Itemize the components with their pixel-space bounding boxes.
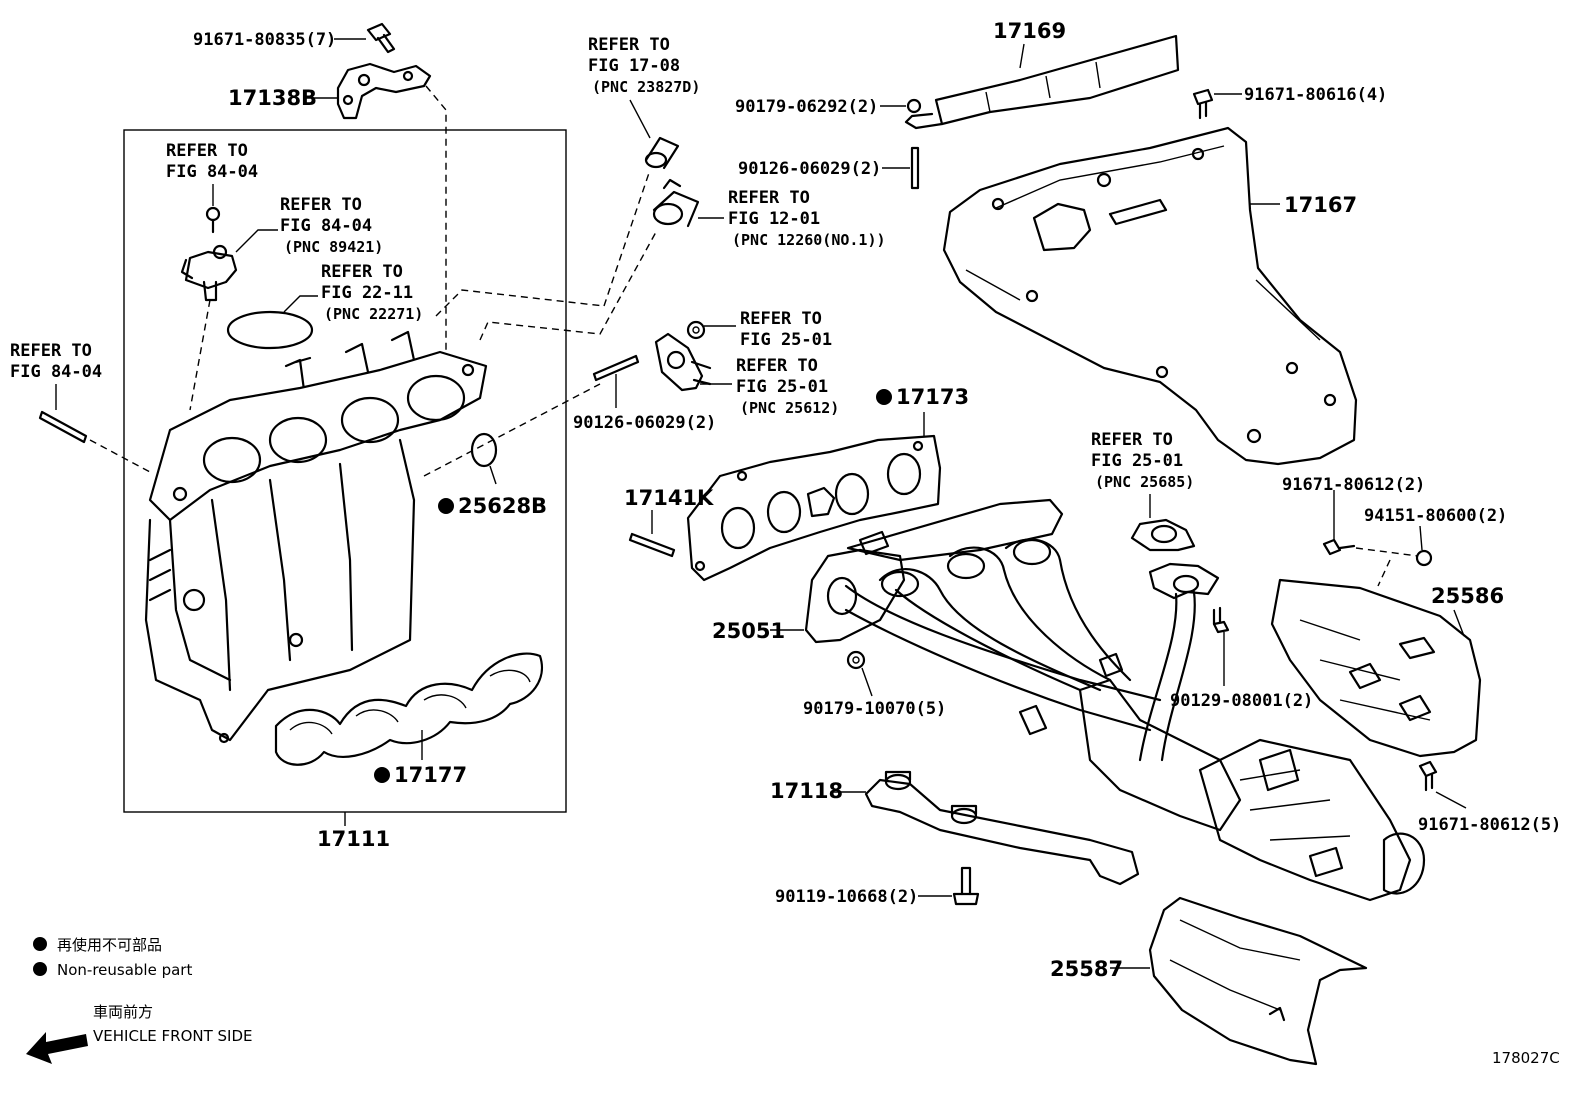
- legend-jp: 再使用不可部品: [57, 936, 162, 954]
- ref-84-04-b-line2: FIG 84-04: [280, 216, 372, 236]
- ref-25-01-a-line2: FIG 25-01: [740, 330, 832, 350]
- ref-17-08-line1: REFER TO: [588, 35, 670, 55]
- non-reusable-dot-17177: [374, 767, 390, 783]
- legend-en: Non-reusable part: [57, 961, 192, 979]
- ref-25-01-a-line1: REFER TO: [740, 309, 822, 329]
- nut-90179-06292: [906, 98, 922, 114]
- ref-84-04-c-line1: REFER TO: [10, 341, 92, 361]
- ref-12-01-line1: REFER TO: [728, 188, 810, 208]
- bracket-17118: [864, 770, 1140, 886]
- ref-25-01-c-line1: REFER TO: [1091, 430, 1173, 450]
- label-25628B: 25628B: [458, 494, 547, 518]
- legend-dot-jp: [33, 937, 47, 951]
- ref-84-04-c-line2: FIG 84-04: [10, 362, 102, 382]
- heat-insulator-17167: [942, 126, 1358, 466]
- label-90179-06292: 90179-06292(2): [735, 97, 878, 117]
- vehicle-front-arrow-icon: [26, 1032, 88, 1064]
- stud-17141K: [628, 532, 676, 558]
- label-25587: 25587: [1050, 957, 1123, 981]
- stud-90126-06029-b: [910, 146, 920, 190]
- label-17169: 17169: [993, 19, 1066, 43]
- bolt-91671-80616: [1192, 88, 1214, 120]
- intake-manifold-17111: [144, 330, 488, 744]
- bolt-91671-80612-a: [1322, 538, 1356, 556]
- non-reusable-dot-25628B: [438, 498, 454, 514]
- ref-22-11-line3: (PNC 22271): [324, 305, 423, 323]
- bolt-91671-80835: [366, 22, 396, 54]
- sensor-bolt: [205, 206, 221, 234]
- nut-90179-10070: [846, 650, 866, 670]
- ref-25-01-b-line1: REFER TO: [736, 356, 818, 376]
- label-17111: 17111: [317, 827, 390, 851]
- label-90119-10668: 90119-10668(2): [775, 887, 918, 907]
- ref-22-11-line2: FIG 22-11: [321, 283, 413, 303]
- figure-code: 178027C: [1492, 1049, 1560, 1067]
- label-90126-06029-b: 90126-06029(2): [738, 159, 881, 179]
- heat-insulator-25586: [1270, 578, 1482, 758]
- bracket-17138B: [336, 62, 432, 120]
- label-90126-06029-a: 90126-06029(2): [573, 413, 716, 433]
- gasket-17173: [686, 434, 942, 582]
- front-label-en: VEHICLE FRONT SIDE: [93, 1027, 253, 1045]
- label-90129-08001: 90129-08001(2): [1170, 691, 1313, 711]
- bolt-91671-80612-b: [1418, 760, 1438, 792]
- nut-94151-80600: [1415, 549, 1433, 567]
- label-17118: 17118: [770, 779, 843, 803]
- ref-25-01-c-line2: FIG 25-01: [1091, 451, 1183, 471]
- label-25586: 25586: [1431, 584, 1504, 608]
- label-91671-80612-a: 91671-80612(2): [1282, 475, 1425, 495]
- pipe-12260: [652, 178, 700, 228]
- label-17138B: 17138B: [228, 86, 317, 110]
- front-label-jp: 車両前方: [93, 1003, 153, 1021]
- heat-insulator-25587: [1148, 896, 1368, 1066]
- sensor-89421: [180, 244, 238, 302]
- ref-84-04-b-line3: (PNC 89421): [284, 238, 383, 256]
- label-91671-80616: 91671-80616(4): [1244, 85, 1387, 105]
- gasket-25685: [1130, 518, 1196, 552]
- stud-left: [38, 410, 88, 444]
- flange-25612: [654, 332, 712, 392]
- ref-12-01-line2: FIG 12-01: [728, 209, 820, 229]
- non-reusable-dot-17173: [876, 389, 892, 405]
- gasket-25628B: [470, 432, 498, 468]
- ref-25-01-c-line3: (PNC 25685): [1095, 473, 1194, 491]
- ref-84-04-a-line2: FIG 84-04: [166, 162, 258, 182]
- ref-25-01-b-line2: FIG 25-01: [736, 377, 828, 397]
- ref-17-08-line2: FIG 17-08: [588, 56, 680, 76]
- ref-17-08-line3: (PNC 23827D): [592, 78, 700, 96]
- ref-84-04-b-line1: REFER TO: [280, 195, 362, 215]
- nut-25-01: [686, 320, 706, 340]
- ref-84-04-a-line1: REFER TO: [166, 141, 248, 161]
- label-91671-80612-b: 91671-80612(5): [1418, 815, 1561, 835]
- bolt-90129-08001: [1212, 606, 1230, 634]
- label-17141K: 17141K: [624, 486, 714, 510]
- ref-12-01-line3: (PNC 12260(NO.1)): [732, 231, 886, 249]
- gasket-17177: [274, 652, 543, 766]
- gasket-ring-22271: [226, 310, 314, 350]
- legend-dot-en: [33, 962, 47, 976]
- label-17173: 17173: [896, 385, 969, 409]
- label-94151-80600: 94151-80600(2): [1364, 506, 1507, 526]
- label-17167: 17167: [1284, 193, 1357, 217]
- ref-25-01-b-line3: (PNC 25612): [740, 399, 839, 417]
- label-17177: 17177: [394, 763, 467, 787]
- label-25051: 25051: [712, 619, 785, 643]
- stud-90126-06029-a: [592, 354, 640, 382]
- heat-insulator-17169: [904, 34, 1180, 130]
- hose-23827D: [644, 136, 680, 170]
- exhaust-manifold-25051: [804, 498, 1426, 902]
- bolt-90119-10668: [952, 866, 980, 906]
- label-90179-10070: 90179-10070(5): [803, 699, 946, 719]
- ref-22-11-line1: REFER TO: [321, 262, 403, 282]
- label-91671-80835: 91671-80835(7): [193, 30, 336, 50]
